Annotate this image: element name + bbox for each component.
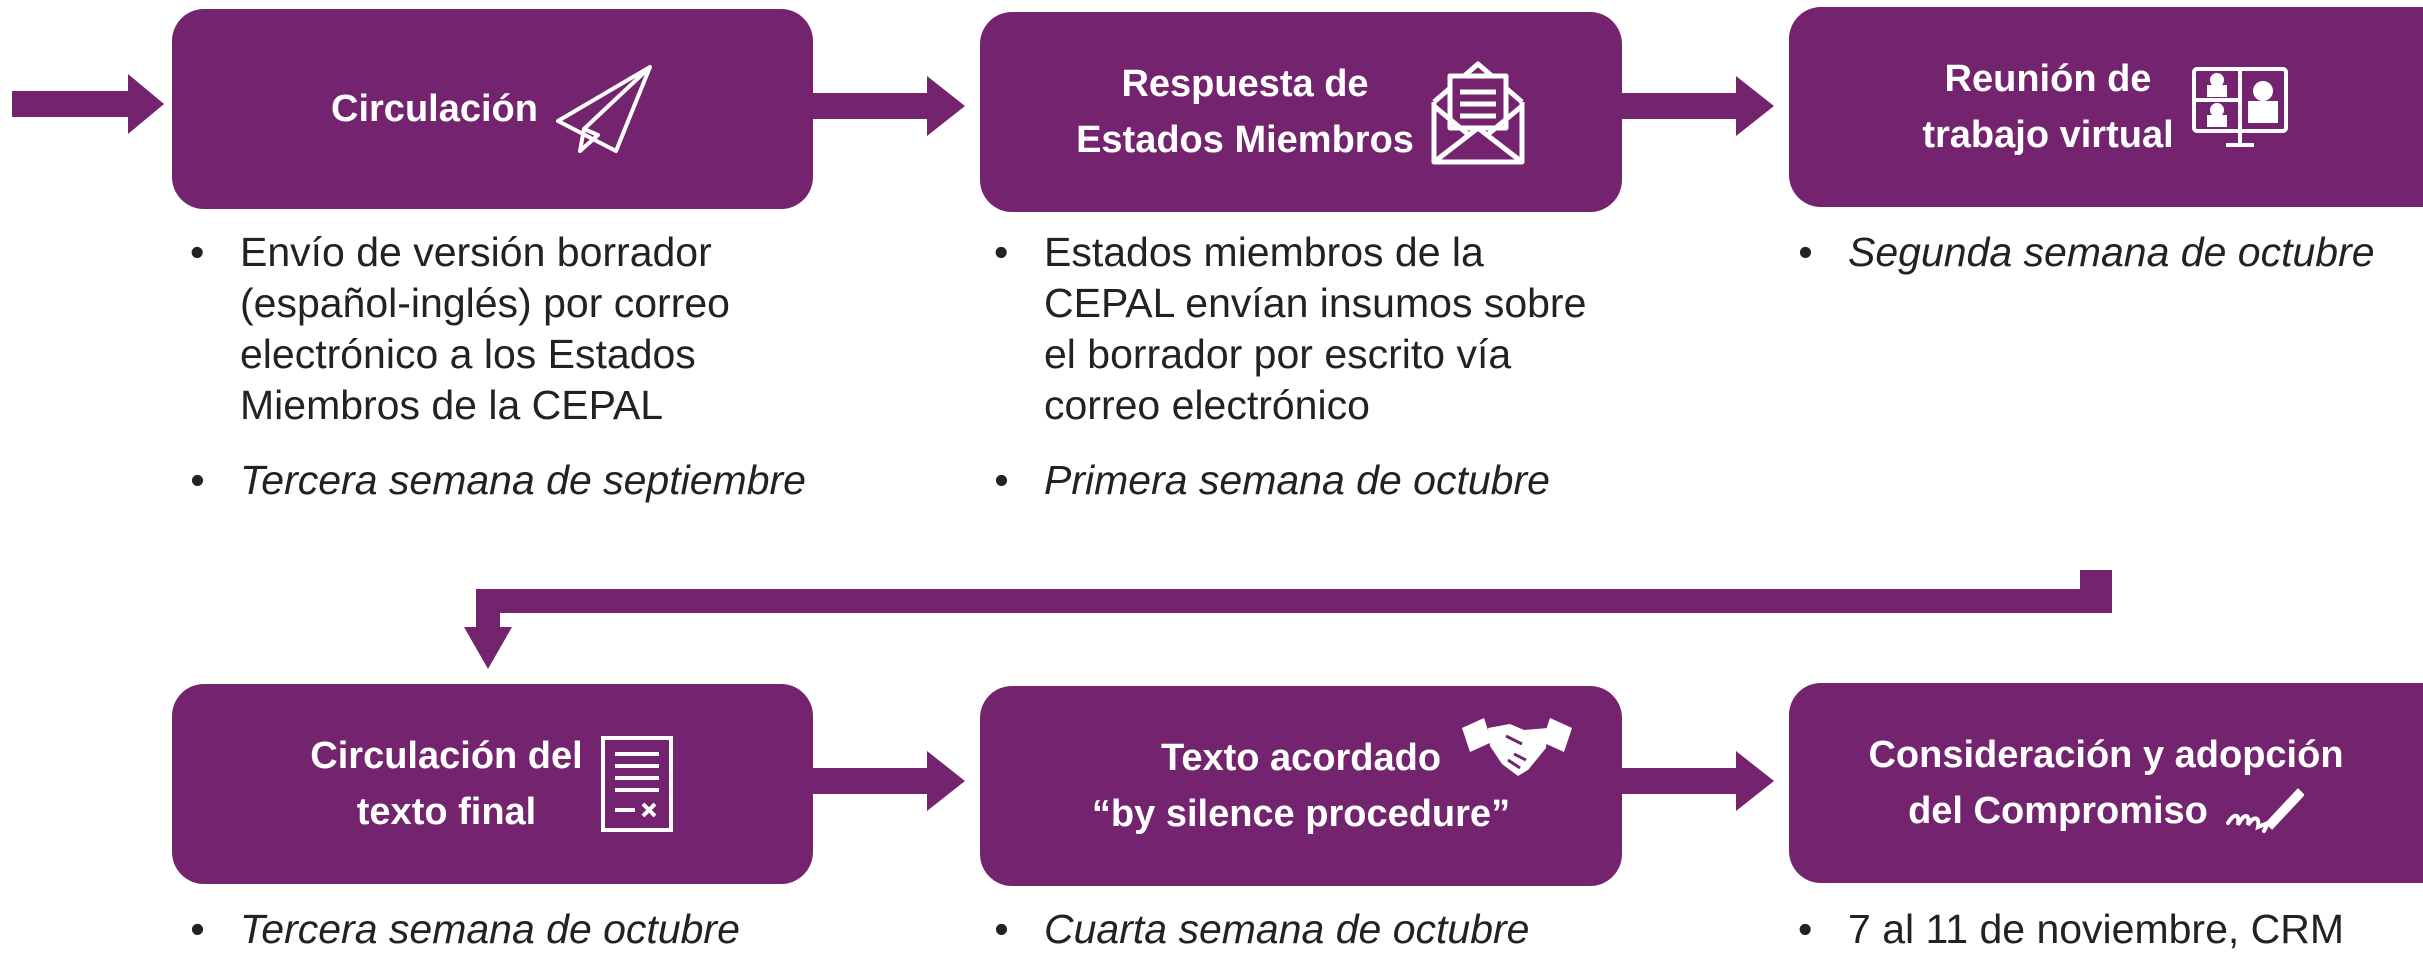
- step-title-line2: “by silence procedure”: [1091, 793, 1511, 835]
- video-conference-icon: [2190, 65, 2290, 149]
- note-item: Primera semana de octubre: [982, 455, 1622, 506]
- notes-circulacion-final: Tercera semana de octubre: [178, 904, 818, 979]
- envelope-letter-icon: [1430, 58, 1526, 166]
- note-item: Segunda semana de octubre: [1786, 227, 2423, 278]
- step-circulacion: Circulación: [172, 9, 813, 209]
- step-title-line2: del Compromiso: [1908, 790, 2208, 832]
- step-title-line2: Estados Miembros: [1076, 119, 1414, 161]
- step-title-line2: texto final: [356, 791, 537, 833]
- note-item: Envío de versión borrador (español-inglé…: [178, 227, 818, 431]
- document-icon: [599, 734, 675, 834]
- note-item: 7 al 11 de noviembre, CRM: [1786, 904, 2423, 955]
- step-title-line1: Circulación: [331, 88, 538, 130]
- note-item: Tercera semana de octubre: [178, 904, 818, 955]
- connector-arrowhead: [464, 627, 512, 669]
- step-reunion: Reunión de trabajo virtual: [1789, 7, 2423, 207]
- step-title: Respuesta de Estados Miembros: [1076, 56, 1414, 168]
- step-title: Consideración y adopción del Compromiso: [1868, 727, 2344, 839]
- arrow-1-2: [813, 76, 965, 136]
- note-item: Tercera semana de septiembre: [178, 455, 818, 506]
- arrow-5-6: [1622, 751, 1774, 811]
- step-title: Reunión de trabajo virtual: [1922, 51, 2173, 163]
- step-respuesta: Respuesta de Estados Miembros: [980, 12, 1622, 212]
- step-title-line1: Respuesta de: [1121, 63, 1369, 105]
- step-title-line1: Consideración y adopción: [1868, 734, 2344, 776]
- step-title: Texto acordado “by silence procedure”: [1092, 730, 1510, 842]
- notes-respuesta: Estados miembros de la CEPAL envían insu…: [982, 227, 1622, 530]
- notes-reunion: Segunda semana de octubre: [1786, 227, 2423, 302]
- step-title-line1: Circulación del: [310, 735, 583, 777]
- handshake-icon: [1462, 714, 1572, 784]
- signature-pen-icon: [2224, 783, 2304, 839]
- note-item: Cuarta semana de octubre: [982, 904, 1622, 955]
- step-circulacion-final: Circulación del texto final: [172, 684, 813, 884]
- notes-texto-acordado: Cuarta semana de octubre: [982, 904, 1622, 979]
- step-title: Circulación del texto final: [310, 728, 582, 840]
- notes-consideracion: 7 al 11 de noviembre, CRM: [1786, 904, 2423, 979]
- paper-plane-icon: [554, 63, 654, 155]
- step-title-line1: Reunión de: [1944, 58, 2152, 100]
- arrow-4-5: [813, 751, 965, 811]
- notes-circulacion: Envío de versión borrador (español-inglé…: [178, 227, 818, 530]
- entry-arrow: [12, 74, 164, 134]
- note-item: Estados miembros de la CEPAL envían insu…: [982, 227, 1622, 431]
- step-title-line1: Texto acordado: [1160, 737, 1442, 779]
- connector-horizontal: [476, 589, 2112, 613]
- arrow-2-3: [1622, 76, 1774, 136]
- step-title: Circulación: [331, 81, 538, 137]
- connector-vertical-left: [476, 589, 500, 629]
- step-title-line2: trabajo virtual: [1922, 114, 2174, 156]
- step-consideracion: Consideración y adopción del Compromiso: [1789, 683, 2423, 883]
- step-texto-acordado: Texto acordado “by silence procedure”: [980, 686, 1622, 886]
